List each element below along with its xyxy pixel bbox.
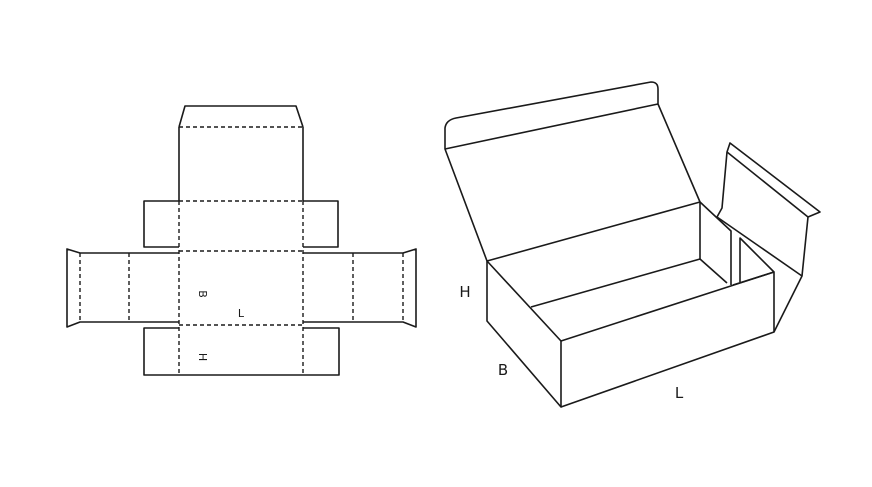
upper-right-dust-flap xyxy=(303,200,339,248)
top-tuck-flap xyxy=(178,105,304,128)
assembled-box-3d: H B L xyxy=(444,81,821,408)
dieline-label-h: H xyxy=(196,353,209,361)
left-wall xyxy=(486,261,562,408)
left-side-panels xyxy=(66,248,179,328)
right-side-panels xyxy=(303,248,417,328)
box-label-l: L xyxy=(675,384,684,402)
lower-front-panel xyxy=(143,327,340,376)
interior-floor-edge xyxy=(530,258,728,308)
upper-left-dust-flap xyxy=(143,200,179,248)
right-end-inner-wall xyxy=(716,216,803,277)
front-wall xyxy=(560,271,775,408)
dieline-label-b: B xyxy=(196,290,209,298)
right-end-slot xyxy=(739,237,775,282)
lid-hinge-fold xyxy=(444,103,659,150)
right-end-flap-fold xyxy=(726,151,809,218)
box-label-b: B xyxy=(498,361,508,379)
flat-dieline: B L H xyxy=(66,105,417,376)
box-label-h: H xyxy=(459,283,470,301)
right-end-flap xyxy=(716,142,821,333)
fold-lines xyxy=(79,126,404,375)
box-back-rim xyxy=(486,201,732,285)
dieline-label-l: L xyxy=(238,307,245,320)
front-top-edge xyxy=(732,271,775,286)
interior-corner-edge xyxy=(486,260,562,342)
lid xyxy=(444,81,701,262)
lid-panel-outline xyxy=(178,127,304,201)
